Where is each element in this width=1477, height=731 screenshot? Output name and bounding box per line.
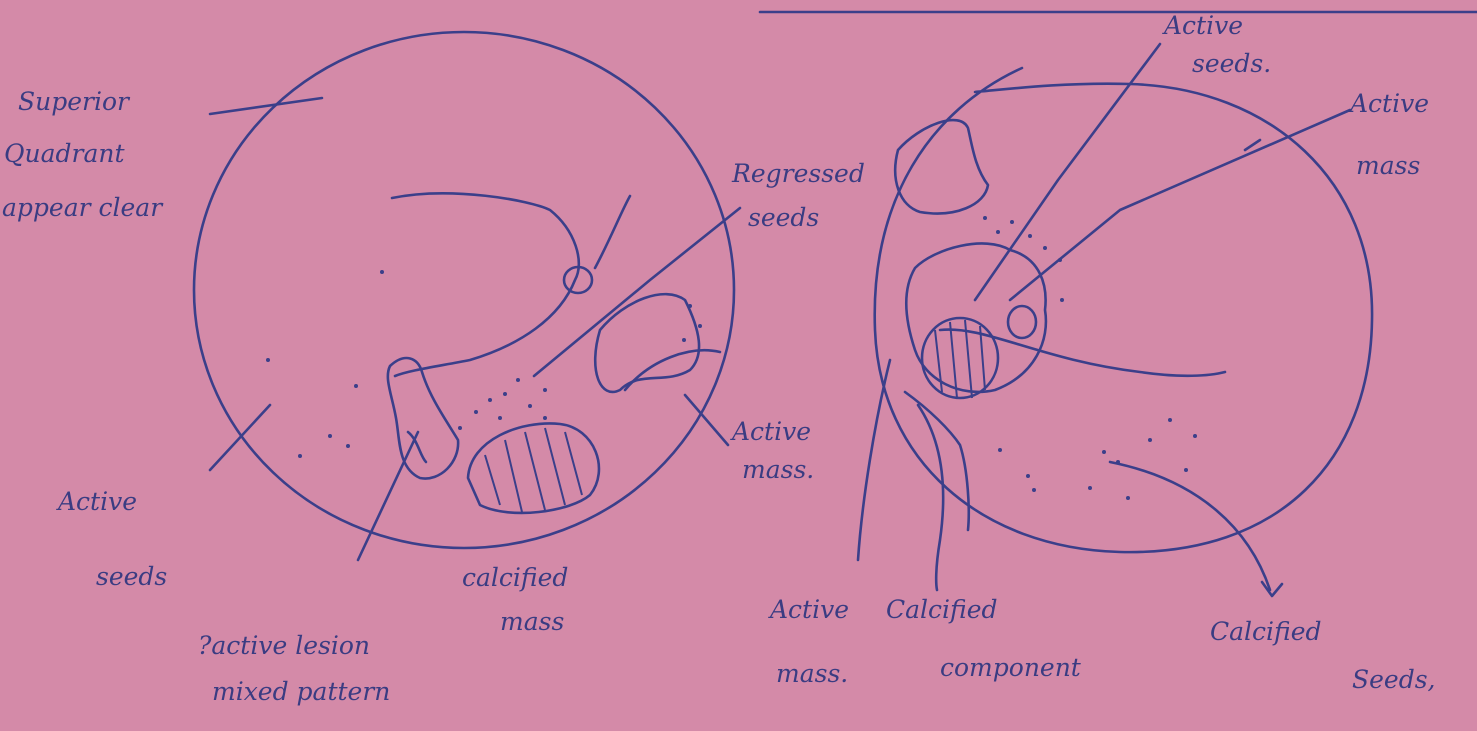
left-active-mass-edge bbox=[625, 350, 720, 390]
label-calcified-1: calcified bbox=[462, 563, 568, 592]
right-scattered-seeds bbox=[983, 216, 1197, 500]
left-fundus-circle bbox=[194, 32, 734, 548]
left-calcified-hatch bbox=[485, 428, 582, 512]
leader-right-active-seeds bbox=[975, 44, 1160, 300]
leader-right-calc-comp bbox=[918, 405, 943, 590]
label-superior-3: appear clear bbox=[2, 193, 164, 222]
label-right-active-seeds-2: seeds. bbox=[1192, 49, 1271, 78]
leader-lesion bbox=[358, 432, 418, 560]
left-vessel bbox=[392, 193, 579, 376]
label-active-mass-2: mass. bbox=[742, 455, 814, 484]
label-right-calc-comp-2: component bbox=[940, 653, 1082, 682]
leader-right-calc-seeds-arrow bbox=[1262, 582, 1282, 596]
right-lower-lesion bbox=[905, 392, 969, 530]
leader-right-calc-seeds bbox=[1110, 462, 1270, 590]
leader-right-mass-tick bbox=[1245, 140, 1260, 150]
label-superior-1: Superior bbox=[18, 87, 131, 116]
label-calcified-2: mass bbox=[500, 607, 564, 636]
leader-right-active-mass bbox=[1010, 110, 1350, 300]
label-lesion-2: mixed pattern bbox=[212, 677, 390, 706]
label-right-calc-seeds-2: Seeds, bbox=[1352, 665, 1436, 694]
right-calcified-hatch bbox=[935, 320, 985, 398]
label-right-calc-comp-1: Calcified bbox=[886, 595, 998, 624]
left-vessel-branch bbox=[595, 196, 630, 268]
label-right-active-mass-1: Active bbox=[1348, 89, 1429, 118]
left-scattered-seeds bbox=[266, 270, 702, 458]
label-active-seeds-1: Active bbox=[56, 487, 137, 516]
label-active-seeds-2: seeds bbox=[96, 562, 167, 591]
left-fundus-diagram bbox=[194, 32, 740, 560]
label-right-bottom-mass-2: mass. bbox=[776, 659, 848, 688]
label-right-active-mass-2: mass bbox=[1356, 151, 1420, 180]
right-fundus-circle bbox=[875, 68, 1372, 552]
label-superior-2: Quadrant bbox=[4, 139, 125, 168]
label-right-active-seeds-1: Active bbox=[1162, 11, 1243, 40]
label-right-calc-seeds-1: Calcified bbox=[1210, 617, 1322, 646]
label-regressed-1: Regressed bbox=[731, 159, 865, 188]
right-fundus-diagram bbox=[858, 44, 1372, 596]
label-right-bottom-mass-1: Active bbox=[768, 595, 849, 624]
right-active-mass bbox=[906, 243, 1046, 391]
left-active-mass bbox=[595, 294, 699, 392]
right-superior-lesion bbox=[895, 120, 988, 213]
right-active-seed bbox=[1008, 306, 1036, 338]
right-labels: Active seeds. Active mass Active mass. C… bbox=[768, 11, 1436, 694]
label-regressed-2: seeds bbox=[748, 203, 819, 232]
label-lesion-1: ?active lesion bbox=[198, 631, 370, 660]
label-active-mass-1: Active bbox=[730, 417, 811, 446]
leader-superior bbox=[210, 98, 322, 114]
